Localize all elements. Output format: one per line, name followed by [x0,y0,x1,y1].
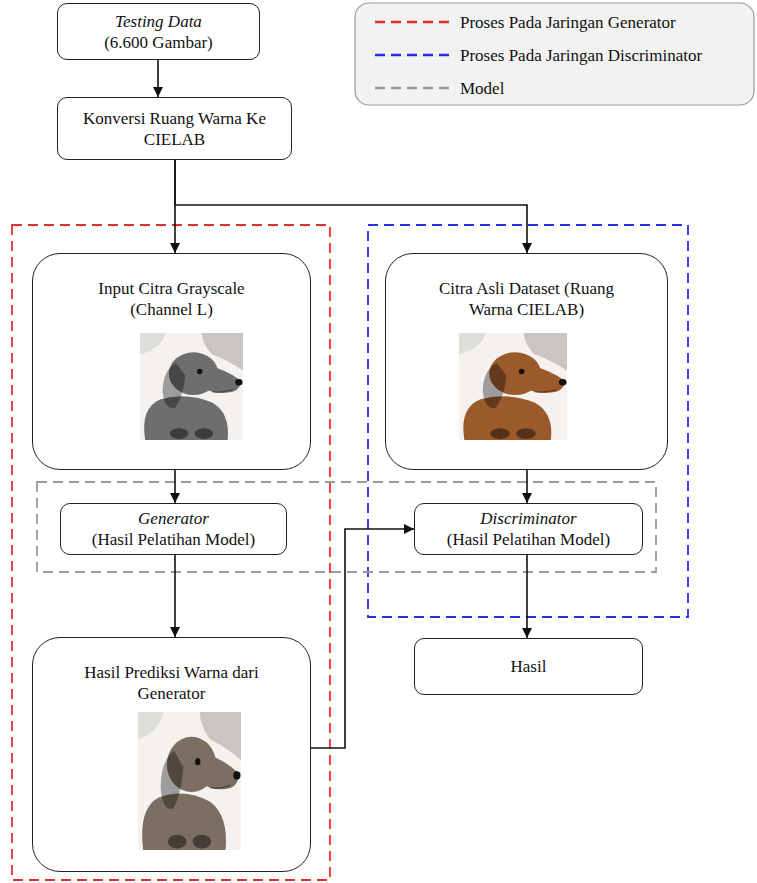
flow-arrow [174,555,176,637]
flow-arrow [174,470,176,503]
node-sublabel: (Hasil Pelatihan Model) [447,529,610,550]
image-panel: Input Citra Grayscale (Channel L) [32,253,311,470]
discriminator-region [368,225,688,617]
process-box: Generator(Hasil Pelatihan Model) [60,503,287,555]
legend-line-sample [375,54,450,57]
flow-arrow [311,529,414,748]
legend-box [355,3,754,105]
original-photo [459,333,567,440]
model-region [37,482,656,572]
node-label: Discriminator [480,508,576,529]
generator-region [12,225,330,880]
node-sublabel: (Hasil Pelatihan Model) [92,529,255,550]
legend-line-sample [375,21,450,24]
legend-label: Proses Pada Jaringan Discriminator [460,45,702,66]
flow-arrow [526,470,528,503]
flow-arrow [526,555,528,638]
node-label: Hasil Prediksi Warna dari Generator [69,662,274,704]
node-label: Citra Asli Dataset (Ruang Warna CIELAB) [422,278,632,320]
process-box: Discriminator(Hasil Pelatihan Model) [414,503,643,555]
legend-label: Model [460,78,504,99]
node-label: Input Citra Grayscale (Channel L) [72,278,272,320]
predicted-photo [138,712,241,850]
grayscale-photo [140,333,243,440]
process-box: Hasil [414,638,643,695]
flow-arrow [157,60,159,97]
node-label: Hasil [511,656,547,677]
legend-label: Proses Pada Jaringan Generator [460,12,676,33]
node-sublabel: (6.600 Gambar) [104,32,213,53]
image-panel: Hasil Prediksi Warna dari Generator [32,637,311,872]
node-label: Generator [138,508,209,529]
process-box: Konversi Ruang Warna Ke CIELAB [57,97,292,160]
process-box: Testing Data(6.600 Gambar) [57,3,260,60]
flow-arrow [175,160,527,253]
node-label: Testing Data [115,11,202,32]
legend-line-sample [375,87,450,90]
node-label: Konversi Ruang Warna Ke CIELAB [77,108,272,150]
image-panel: Citra Asli Dataset (Ruang Warna CIELAB) [385,253,668,470]
